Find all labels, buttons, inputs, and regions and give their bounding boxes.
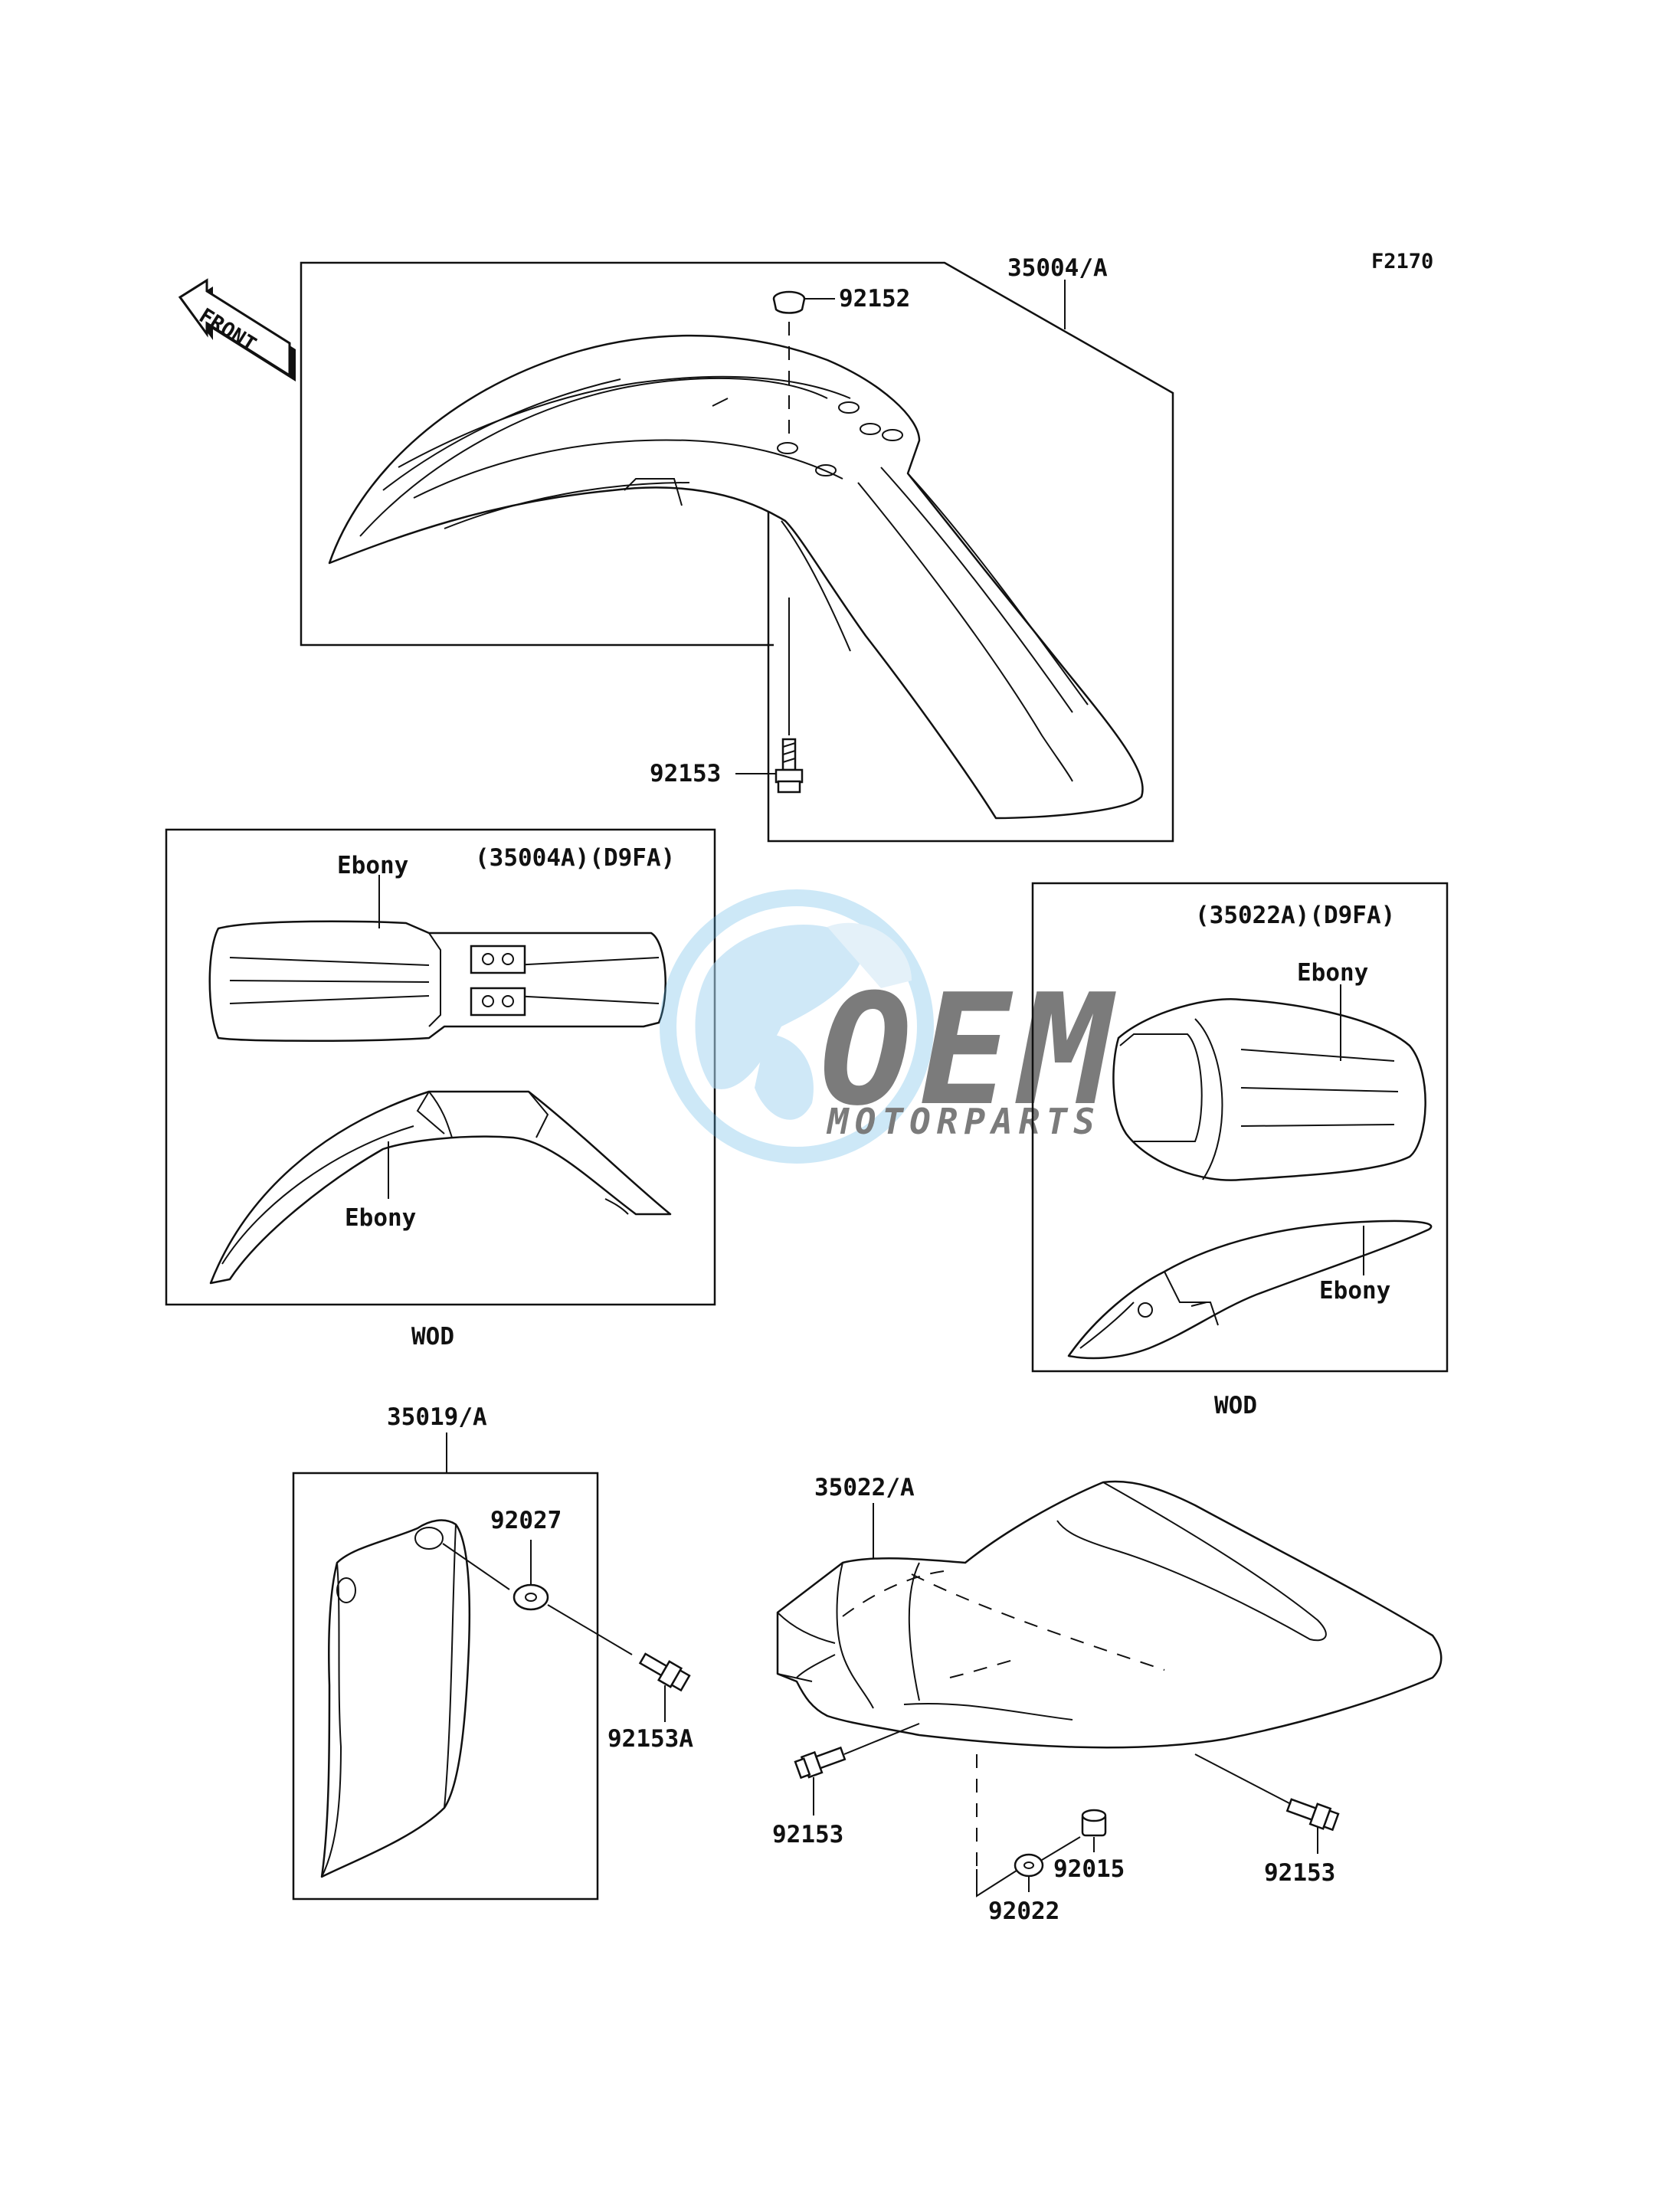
inset-front-top-label: Ebony: [337, 852, 408, 879]
fork-guard-group: 35019/A 92027 92153A: [292, 1403, 693, 1901]
inset-front-bottom-label: Ebony: [345, 1204, 416, 1232]
rear-fender-bolt-left[interactable]: [794, 1744, 847, 1780]
fork-guard-washer[interactable]: [513, 1583, 549, 1611]
watermark-tagline: MOTORPARTS: [826, 1101, 1101, 1142]
front-fender-group: 92152 92153 35004/A: [300, 254, 1174, 843]
callout-rear-fender: 35022/A: [814, 1474, 915, 1501]
inset-rear-fender: (35022A)(D9FA) Ebony Ebony WOD: [1031, 882, 1449, 1419]
callout-rear-bolt-left: 92153: [772, 1821, 843, 1848]
figure-code: F2170: [1371, 250, 1433, 273]
callout-rear-collar: 92022: [988, 1897, 1059, 1925]
inset-rear-fender-topview[interactable]: [1112, 998, 1426, 1181]
inset-front-footer: WOD: [411, 1323, 454, 1351]
callout-fork-guard-washer: 92027: [490, 1507, 562, 1534]
callout-fork-guard-bolt: 92153A: [607, 1725, 693, 1753]
inset-front-header: (35004A)(D9FA): [475, 844, 675, 872]
callout-grommet: 92152: [839, 285, 910, 313]
callout-rear-nut: 92015: [1053, 1855, 1125, 1883]
inset-rear-top-label: Ebony: [1297, 959, 1368, 987]
inset-front-fender: (35004A)(D9FA) Ebony Ebony WOD: [165, 828, 716, 1351]
front-fender[interactable]: [328, 334, 1144, 820]
rear-fender-nut[interactable]: [1081, 1809, 1107, 1837]
front-fender-frame: [300, 261, 1174, 843]
inset-rear-bottom-label: Ebony: [1319, 1277, 1390, 1305]
fork-guard-bolt[interactable]: [637, 1649, 691, 1692]
callout-front-bolt: 92153: [650, 760, 721, 787]
inset-front-fender-sideview[interactable]: [209, 1090, 672, 1285]
fork-guard[interactable]: [320, 1519, 471, 1878]
rear-fender-group: 35022/A 92153 92153: [772, 1474, 1443, 1925]
front-arrow-icon: FRONT: [178, 278, 296, 381]
watermark-logo: OEM MOTORPARTS: [660, 889, 1119, 1164]
grommet[interactable]: [772, 290, 806, 314]
inset-rear-footer: WOD: [1214, 1392, 1257, 1419]
inset-rear-header: (35022A)(D9FA): [1195, 902, 1395, 929]
rear-fender-bolt-right[interactable]: [1285, 1795, 1340, 1832]
rear-fender-collar[interactable]: [1014, 1853, 1044, 1878]
watermark-brand: OEM: [820, 961, 1119, 1140]
inset-front-fender-topview[interactable]: [208, 920, 666, 1042]
callout-front-fender: 35004/A: [1007, 254, 1108, 282]
inset-rear-fender-sideview[interactable]: [1067, 1220, 1433, 1360]
callout-fork-guard: 35019/A: [387, 1403, 487, 1431]
rear-fender[interactable]: [776, 1480, 1443, 1749]
front-fender-bolt[interactable]: [775, 738, 804, 794]
callout-rear-bolt-right: 92153: [1264, 1859, 1335, 1887]
